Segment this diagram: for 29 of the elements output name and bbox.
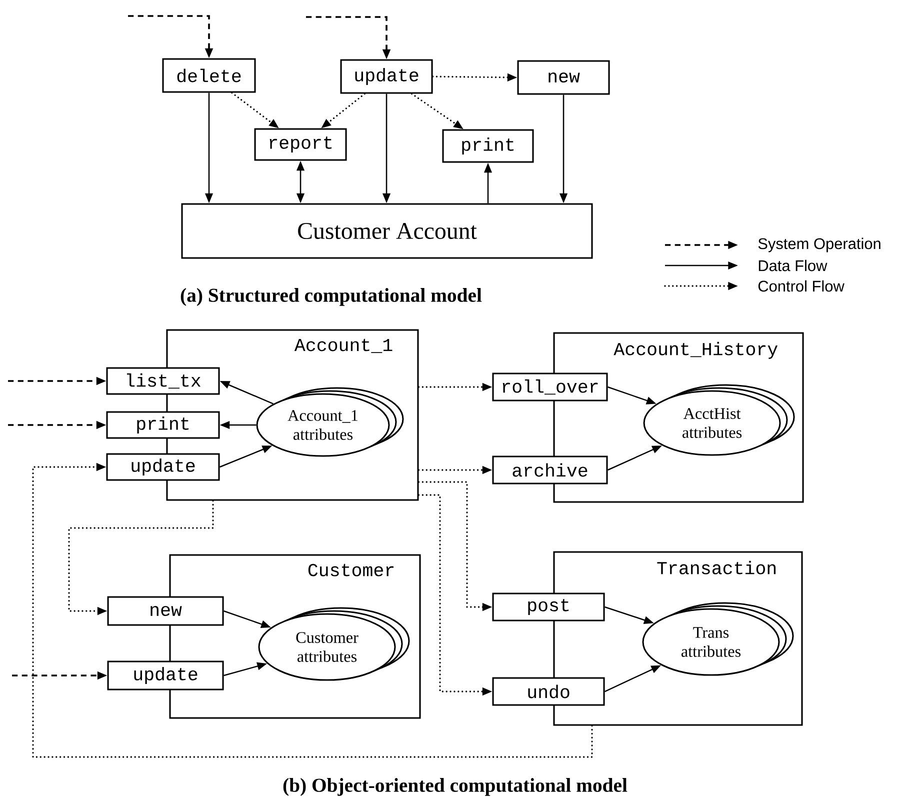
operation-box: new <box>517 60 610 95</box>
operation-box: delete <box>162 58 256 93</box>
operation-box: undo <box>492 677 605 706</box>
class-title: Customer <box>308 564 394 576</box>
operation-box: update <box>340 59 433 94</box>
caption: (b) Object-oriented computational model <box>283 778 628 796</box>
operation-box: update <box>107 660 224 690</box>
operation-box: print <box>106 411 220 439</box>
operation-box: list_tx <box>106 367 220 395</box>
caption: (a) Structured computational model <box>180 288 482 306</box>
operation-box: report <box>254 128 347 161</box>
operation-box: new <box>107 596 224 626</box>
data-store-box: Customer Account <box>181 203 593 259</box>
legend-label: Data Flow <box>758 260 828 272</box>
operation-box: post <box>492 592 605 622</box>
operation-box: archive <box>492 456 608 484</box>
operation-box: update <box>106 453 220 481</box>
arrow <box>32 462 593 758</box>
object-stack: Customer attributes <box>258 607 410 681</box>
object-stack: AcctHist attributes <box>643 384 795 456</box>
object-stack: Account_1 attributes <box>256 387 404 457</box>
operation-box: roll_over <box>492 372 608 402</box>
legend-label: System Operation <box>758 238 880 252</box>
class-title: Transaction <box>657 560 776 574</box>
class-title: Account_1 <box>294 338 392 353</box>
class-title: Account_History <box>614 342 778 359</box>
object-stack: Trans attributes <box>642 602 794 676</box>
legend-label: Control Flow <box>758 280 844 292</box>
operation-box: print <box>442 129 534 163</box>
